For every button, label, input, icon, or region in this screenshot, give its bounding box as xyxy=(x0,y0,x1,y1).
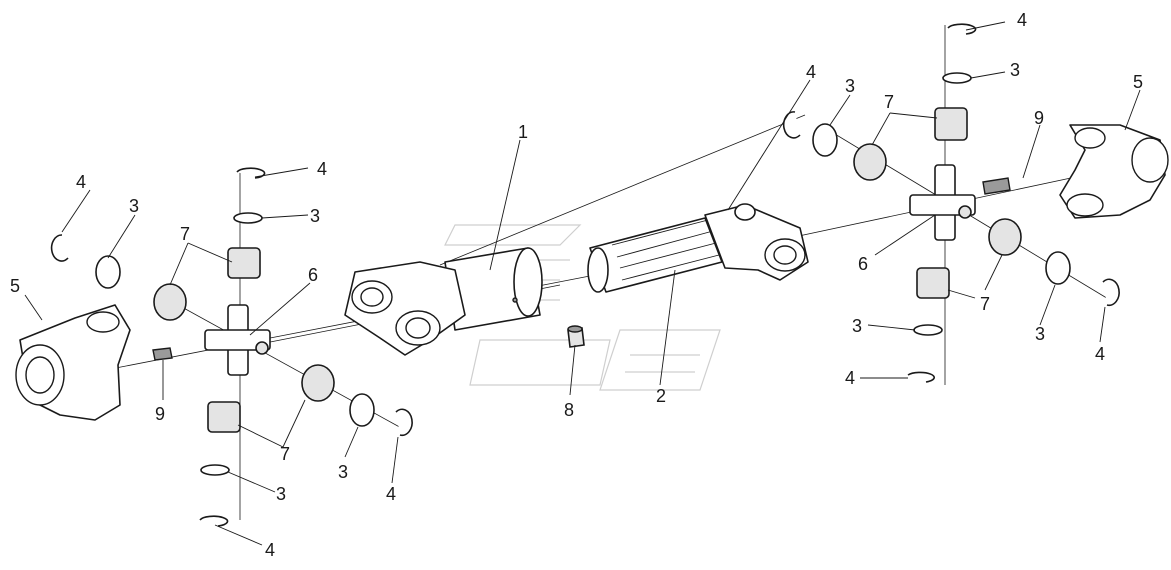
callout-7-left: 7 xyxy=(180,224,190,244)
callout-6-right: 6 xyxy=(858,254,868,274)
callout-4-right-top: 4 xyxy=(1017,10,1027,30)
callout-4-left-bottom: 4 xyxy=(265,540,275,560)
callout-8: 8 xyxy=(564,400,574,420)
callout-3-right-bottom: 3 xyxy=(852,316,862,336)
callout-2: 2 xyxy=(656,386,666,406)
callout-5-left: 5 xyxy=(10,276,20,296)
callout-6-left: 6 xyxy=(308,265,318,285)
callout-4-center: 4 xyxy=(806,62,816,82)
callout-4-left-top: 4 xyxy=(317,159,327,179)
callout-4-left-right: 4 xyxy=(386,484,396,504)
callout-4-right-right: 4 xyxy=(1095,344,1105,364)
callout-3-left-top: 3 xyxy=(310,206,320,226)
callout-3-right-top: 3 xyxy=(1010,60,1020,80)
right-joint-group xyxy=(782,23,1169,383)
tube-assembly-part-1 xyxy=(344,247,543,356)
callout-3-right-left: 3 xyxy=(845,76,855,96)
callouts: 1 2 8 4 4 3 7 6 4 3 5 9 7 3 4 3 4 4 3 3 … xyxy=(10,10,1143,560)
callout-5-right: 5 xyxy=(1133,72,1143,92)
callout-3-left-bottom: 3 xyxy=(276,484,286,504)
callout-7-right-bottom: 7 xyxy=(980,294,990,314)
callout-4-left-ring: 4 xyxy=(76,172,86,192)
callout-9-right: 9 xyxy=(1034,108,1044,128)
callout-7-right-top: 7 xyxy=(884,92,894,112)
splined-shaft-part-2 xyxy=(587,203,809,293)
grease-fitting-part-8 xyxy=(567,325,585,348)
left-joint-group xyxy=(15,167,413,527)
callout-1: 1 xyxy=(518,122,528,142)
leader-lines xyxy=(24,21,1141,546)
callout-3-left-seal: 3 xyxy=(129,196,139,216)
callout-3-right-right: 3 xyxy=(1035,324,1045,344)
callout-9-left: 9 xyxy=(155,404,165,424)
callout-7-left-bottom: 7 xyxy=(280,444,290,464)
callout-4-right-bottom: 4 xyxy=(845,368,855,388)
callout-3-left-right: 3 xyxy=(338,462,348,482)
